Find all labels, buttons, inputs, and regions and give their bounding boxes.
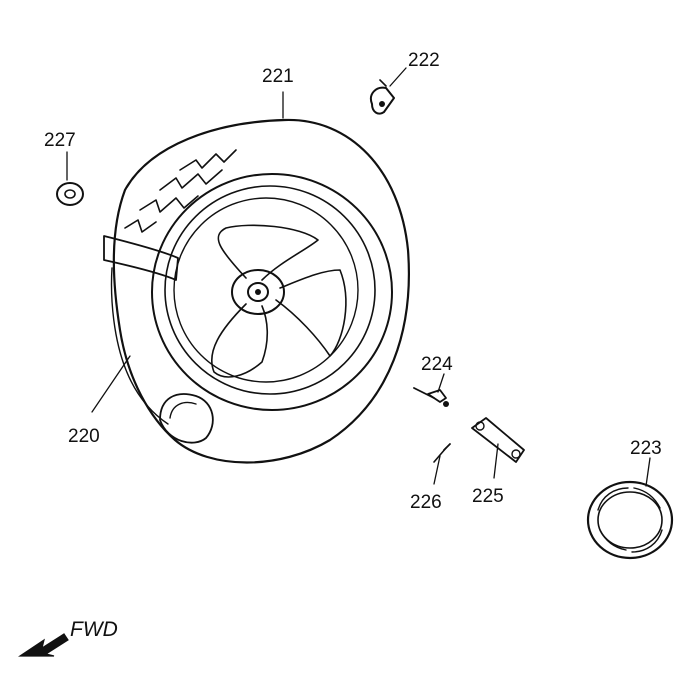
part-224-bolt — [413, 387, 449, 407]
leader-226 — [433, 455, 441, 485]
hub-outer — [231, 269, 285, 315]
hub-bore — [247, 282, 269, 302]
label-224: 224 — [421, 354, 453, 375]
tire-outer — [112, 118, 410, 464]
direction-label: FWD — [70, 618, 118, 641]
label-222: 222 — [408, 50, 440, 71]
part-226-pin — [433, 443, 451, 463]
hub-center — [255, 289, 261, 295]
cutaway-band — [103, 235, 179, 281]
tread-ridge-3 — [139, 195, 199, 213]
tread-ridge-2 — [159, 169, 223, 191]
label-223: 223 — [630, 438, 662, 459]
label-227: 227 — [44, 130, 76, 151]
leader-225 — [493, 443, 499, 479]
rear-wheel-assembly — [103, 118, 410, 464]
arrow-left-down-icon — [18, 633, 69, 657]
leader-222 — [389, 67, 407, 87]
leader-224 — [437, 373, 445, 393]
part-225-arm — [471, 417, 525, 463]
tire-sidewall-left — [110, 267, 169, 425]
tread-ridge-1 — [179, 149, 237, 171]
label-220: 220 — [68, 426, 100, 447]
label-221: 221 — [262, 66, 294, 87]
label-225: 225 — [472, 486, 504, 507]
rim-inner-1 — [164, 185, 376, 395]
rim-outer — [151, 173, 393, 411]
spoke-lower-left — [210, 303, 269, 378]
part-223-brake-shoe — [586, 480, 674, 560]
brake-drum — [159, 393, 214, 444]
label-226: 226 — [410, 492, 442, 513]
spoke-upper — [217, 224, 319, 281]
part-227-nut — [56, 182, 84, 206]
spoke-right — [275, 269, 347, 357]
part-222-clip — [370, 79, 395, 115]
leader-220 — [91, 355, 131, 413]
leader-223 — [645, 457, 651, 487]
tread-ridge-4 — [124, 219, 157, 233]
rim-inner-2 — [173, 197, 359, 383]
brake-drum-inner — [169, 401, 197, 419]
